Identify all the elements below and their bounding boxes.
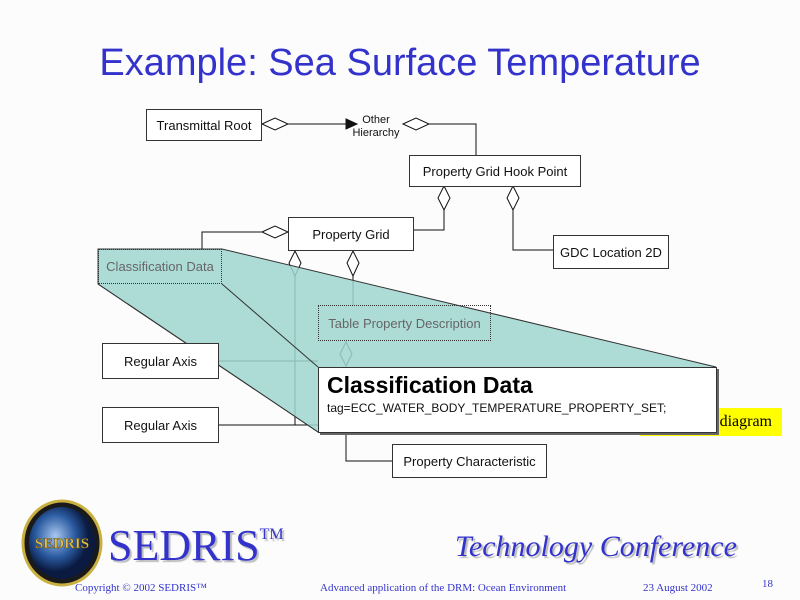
aggregation-diamond xyxy=(260,225,290,239)
aggregation-diamond xyxy=(437,184,451,212)
aggregation-diamond xyxy=(260,117,290,131)
classification-data-popup: Classification Data tag=ECC_WATER_BODY_T… xyxy=(318,367,717,433)
aggregation-diamond xyxy=(346,249,360,278)
node-property-grid[interactable]: Property Grid xyxy=(288,217,414,251)
conference-title: Technology Conference xyxy=(455,530,737,563)
connector-grid-class xyxy=(201,231,262,250)
node-property-characteristic[interactable]: Property Characteristic xyxy=(392,444,547,478)
trademark: TM xyxy=(259,526,284,543)
popup-heading: Classification Data xyxy=(327,372,533,398)
node-table-property-description[interactable]: Table Property Description xyxy=(318,305,491,341)
node-classification-data[interactable]: Classification Data xyxy=(98,249,222,284)
arrow-head xyxy=(345,118,359,130)
footer-date: 23 August 2002 xyxy=(643,582,713,594)
node-property-grid-hook-point[interactable]: Property Grid Hook Point xyxy=(409,155,581,187)
projection-edge xyxy=(221,283,319,368)
connector-characteristic xyxy=(345,432,392,462)
connector-hook-gdc xyxy=(512,186,553,251)
brand-text: SEDRIS xyxy=(108,521,260,570)
page-number: 18 xyxy=(762,578,773,590)
aggregation-diamond xyxy=(401,117,431,131)
slide-title: Example: Sea Surface Temperature xyxy=(99,42,701,84)
node-other-hierarchy[interactable]: Other Hierarchy xyxy=(352,114,400,139)
node-regular-axis-2[interactable]: Regular Axis xyxy=(102,407,219,443)
connector-other-hook xyxy=(429,123,477,155)
aggregation-diamond xyxy=(506,184,520,212)
sedris-brand: SEDRISTM xyxy=(108,520,284,571)
node-gdc-location-2d[interactable]: GDC Location 2D xyxy=(553,235,669,269)
node-transmittal-root[interactable]: Transmittal Root xyxy=(146,109,262,141)
footer-subtitle: Advanced application of the DRM: Ocean E… xyxy=(320,582,567,594)
connector-hook-grid xyxy=(414,186,445,231)
popup-tag: tag=ECC_WATER_BODY_TEMPERATURE_PROPERTY_… xyxy=(327,401,667,415)
footer-copyright: Copyright © 2002 SEDRIS™ xyxy=(75,582,207,594)
node-regular-axis-1[interactable]: Regular Axis xyxy=(102,343,219,379)
